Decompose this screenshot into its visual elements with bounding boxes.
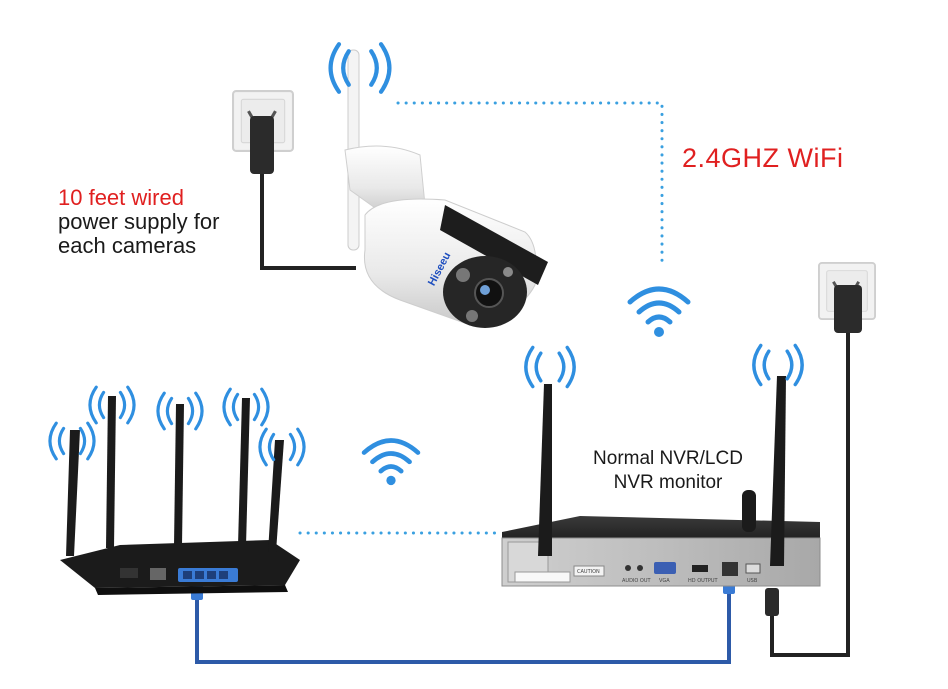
radio-waves-icon — [331, 44, 390, 92]
nvr-antenna-stub — [742, 490, 756, 532]
wifi-band-label: 2.4GHZ WiFi — [682, 143, 844, 173]
power-supply-label: 10 feet wired power supply for each came… — [58, 186, 219, 258]
nvr-port-label: HD OUTPUT — [688, 578, 719, 584]
camera-sunshade — [440, 205, 548, 285]
wifi-router — [60, 396, 300, 595]
nvr-port-label: USB — [747, 578, 758, 584]
nvr-power-cable — [770, 330, 850, 657]
nvr-label: Normal NVR/LCD NVR monitor — [578, 447, 758, 495]
nvr-label-line: NVR monitor — [613, 472, 723, 493]
router-antenna — [174, 404, 184, 546]
nvr-recorder: CAUTION AUDIO OUT VGA HD OUTPUT USB — [501, 376, 821, 587]
power-label-line: 10 feet wired — [58, 185, 184, 210]
ethernet-cable — [195, 590, 731, 664]
wifi-signal-icon — [364, 441, 418, 486]
camera-power-adapter — [250, 116, 274, 174]
nvr-antenna — [538, 384, 552, 556]
router-antenna — [106, 396, 116, 548]
camera-power-cable — [260, 172, 356, 270]
nvr-antenna — [770, 376, 786, 566]
nvr-label-line: Normal NVR/LCD — [593, 448, 743, 469]
nvr-caution-sticker: CAUTION — [577, 569, 600, 575]
router-antenna — [66, 430, 80, 556]
power-label-line: each cameras — [58, 233, 197, 258]
power-label-line: power supply for — [58, 209, 220, 234]
router-antenna — [238, 398, 250, 546]
bullet-camera: Hiseeu — [344, 49, 548, 328]
nvr-power-adapter — [834, 285, 862, 333]
router-antenna — [268, 440, 284, 552]
radio-waves-icon — [524, 345, 576, 389]
nvr-port-label: VGA — [659, 578, 670, 584]
wifi-signal-icon — [630, 289, 688, 337]
nvr-power-plug — [765, 588, 779, 616]
wifi-link-camera-nvr — [396, 101, 664, 264]
nvr-port-label: AUDIO OUT — [622, 578, 652, 584]
